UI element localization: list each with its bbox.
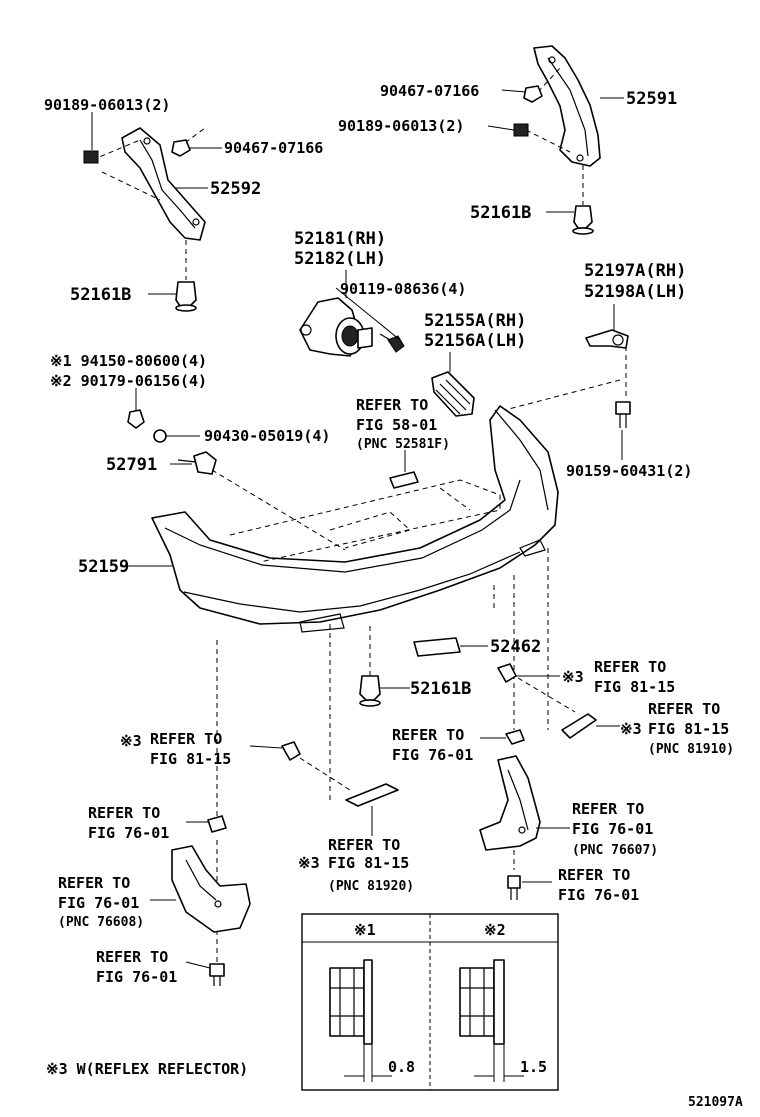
refer-76-center-line1: REFER TO xyxy=(392,726,464,744)
refer-81910-line3: (PNC 81910) xyxy=(648,742,734,757)
label-90189-right: 90189-06013(2) xyxy=(338,117,464,135)
refer-81-15-left-line1: REFER TO xyxy=(150,730,222,748)
reflector-52155a xyxy=(431,371,475,417)
refer-81910-line1: REFER TO xyxy=(648,700,720,718)
refer-76-left-clip-line2: FIG 76-01 xyxy=(88,824,169,842)
label-52155a: 52155A(RH) xyxy=(424,311,526,331)
pad-52462 xyxy=(413,637,461,657)
nut-90467-left xyxy=(171,139,191,157)
refer-81920-mark: ※3 xyxy=(298,854,320,872)
nut-94150-90179 xyxy=(127,409,145,429)
refer-81920-line1: REFER TO xyxy=(328,836,400,854)
label-90119: 90119-08636(4) xyxy=(340,280,466,298)
refer-81920-line2: FIG 81-15 xyxy=(328,854,409,872)
mudflap-76607 xyxy=(479,755,541,851)
bolt-90159 xyxy=(615,401,631,428)
label-52462: 52462 xyxy=(490,637,541,657)
diagram-id: 521097A xyxy=(688,1095,743,1110)
bracket-52591 xyxy=(533,45,601,167)
clip-52161b-left xyxy=(175,281,197,312)
mudflap-76608 xyxy=(171,845,251,933)
inset-nut-detail xyxy=(301,913,559,1091)
inset-column-1: ※1 xyxy=(354,921,376,939)
footnote: ※3 W(REFLEX REFLECTOR) xyxy=(46,1060,248,1078)
refer-58-line2: FIG 58-01 xyxy=(356,416,437,434)
bumper-cover-52159 xyxy=(151,405,559,633)
clip-52161b-right xyxy=(572,205,594,235)
refer-76607-line1: REFER TO xyxy=(572,800,644,818)
label-52197a: 52197A(RH) xyxy=(584,261,686,281)
refer-58-line3: (PNC 52581F) xyxy=(356,437,450,452)
refer-76608-line3: (PNC 76608) xyxy=(58,915,144,930)
screw-left-81-15 xyxy=(281,741,301,761)
refer-81-15-right-mark: ※3 xyxy=(562,668,584,686)
inset-dimension-2: 1.5 xyxy=(520,1058,547,1076)
clip-52791 xyxy=(177,451,217,475)
bolt-76-01-right xyxy=(507,875,521,900)
screw-90119 xyxy=(379,333,405,353)
retainer-52197a xyxy=(585,329,629,349)
refer-76-left-bolt-line2: FIG 76-01 xyxy=(96,968,177,986)
label-52181: 52181(RH) xyxy=(294,229,386,249)
refer-81-15-right-line1: REFER TO xyxy=(594,658,666,676)
refer-76607-line2: FIG 76-01 xyxy=(572,820,653,838)
label-52161b-center: 52161B xyxy=(410,679,471,699)
inset-dimension-1: 0.8 xyxy=(388,1058,415,1076)
refer-76-right-bolt-line2: FIG 76-01 xyxy=(558,886,639,904)
clip-90430 xyxy=(153,429,167,443)
refer-81910-line2: FIG 81-15 xyxy=(648,720,729,738)
nut-90189-left xyxy=(83,150,99,164)
refer-81920-line3: (PNC 81920) xyxy=(328,879,414,894)
label-52791: 52791 xyxy=(106,455,157,475)
label-90179: ※2 90179-06156(4) xyxy=(50,372,207,390)
label-52161b-right: 52161B xyxy=(470,203,531,223)
refer-76-center-line2: FIG 76-01 xyxy=(392,746,473,764)
trim-52581f xyxy=(389,471,419,489)
label-94150: ※1 94150-80600(4) xyxy=(50,352,207,370)
bolt-76-01-left xyxy=(209,963,225,986)
refer-76607-line3: (PNC 76607) xyxy=(572,843,658,858)
refer-76-left-bolt-line1: REFER TO xyxy=(96,948,168,966)
label-52156a: 52156A(LH) xyxy=(424,331,526,351)
refer-81-15-left-line2: FIG 81-15 xyxy=(150,750,231,768)
reflector-81920 xyxy=(345,783,399,807)
label-52182: 52182(LH) xyxy=(294,249,386,269)
refer-81910-mark: ※3 xyxy=(620,720,642,738)
label-52198a: 52198A(LH) xyxy=(584,282,686,302)
lamp-52181 xyxy=(299,297,373,357)
refer-76-left-clip-line1: REFER TO xyxy=(88,804,160,822)
refer-81-15-right-line2: FIG 81-15 xyxy=(594,678,675,696)
label-52161b-left: 52161B xyxy=(70,285,131,305)
bracket-52592 xyxy=(121,127,206,241)
label-90467-left: 90467-07166 xyxy=(224,139,323,157)
label-90467-right: 90467-07166 xyxy=(380,82,479,100)
refer-58-line1: REFER TO xyxy=(356,396,428,414)
refer-81-15-left-mark: ※3 xyxy=(120,732,142,750)
nut-90467-right xyxy=(523,85,543,103)
label-90430: 90430-05019(4) xyxy=(204,427,330,445)
refer-76608-line2: FIG 76-01 xyxy=(58,894,139,912)
label-52159: 52159 xyxy=(78,557,129,577)
label-90189-left: 90189-06013(2) xyxy=(44,96,170,114)
clip-52161b-center xyxy=(359,675,381,707)
clip-76-01-center xyxy=(505,729,525,745)
label-52591: 52591 xyxy=(626,89,677,109)
refer-76608-line1: REFER TO xyxy=(58,874,130,892)
reflector-81910 xyxy=(561,713,597,739)
screw-right-81-15 xyxy=(497,663,517,683)
clip-76-01-left xyxy=(207,815,227,833)
inset-column-2: ※2 xyxy=(484,921,506,939)
label-90159: 90159-60431(2) xyxy=(566,462,692,480)
refer-76-right-bolt-line1: REFER TO xyxy=(558,866,630,884)
nut-90189-right xyxy=(513,123,529,137)
label-52592: 52592 xyxy=(210,179,261,199)
